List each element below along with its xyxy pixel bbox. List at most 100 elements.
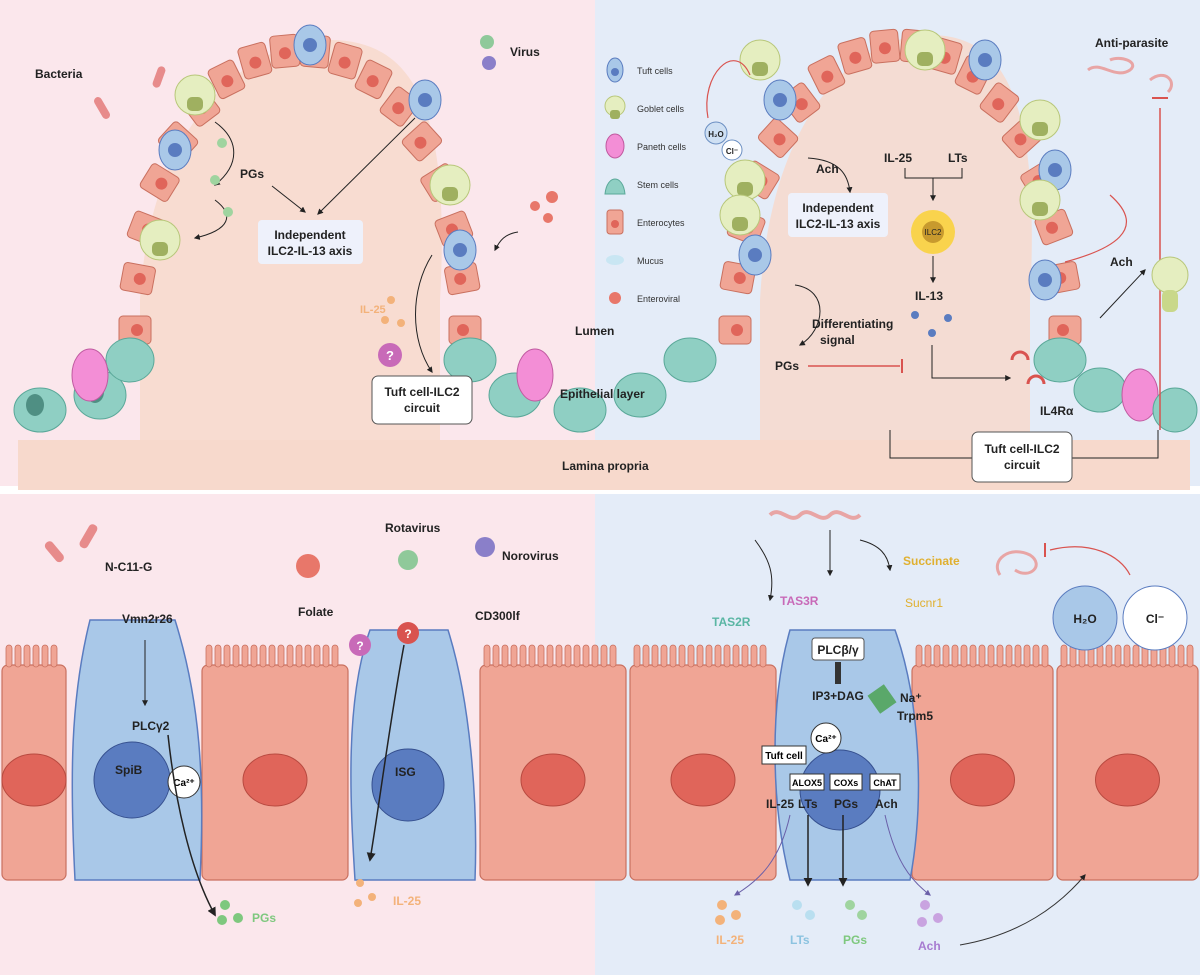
out-il25: IL-25 [766, 797, 794, 811]
il25-dots-bottom-left [354, 879, 376, 907]
goblet-cell-top [719, 194, 761, 236]
bottom-lamina-right [595, 880, 1200, 975]
pgs-label-bottom: PGs [252, 911, 276, 925]
legend-label: Enteroviral [637, 294, 680, 304]
arrow-il25-release [733, 814, 791, 896]
il25-label-top-right: IL-25 [884, 151, 912, 165]
norovirus-icon [475, 537, 495, 557]
coxs-label: COXs [834, 778, 859, 788]
independent-line2-left: ILC2-IL-13 axis [268, 244, 353, 258]
secr-pgs: PGs [843, 933, 867, 947]
villus-right-cells [718, 28, 1082, 345]
tuft-cell-2 [350, 629, 477, 881]
il4ra-label: IL4Rα [1040, 404, 1074, 418]
rotavirus-icon [398, 550, 418, 570]
circuit-line2-left: circuit [404, 401, 440, 415]
isg-label: ISG [395, 765, 416, 779]
pgs-label-top-right: PGs [775, 359, 799, 373]
rotavirus-label: Rotavirus [385, 521, 441, 535]
vmn2r26-label: Vmn2r26 [122, 612, 173, 626]
villus-left-enterocyte [327, 41, 363, 80]
spib-label: SpiB [115, 763, 143, 777]
question-bubble-left [378, 343, 402, 367]
villus-left-enterocyte [139, 163, 180, 202]
arrow-ach [807, 157, 853, 194]
diff-line2: signal [820, 333, 855, 347]
villus-right-enterocyte [869, 28, 901, 64]
parasite-worm-icon-right [995, 550, 1038, 576]
stem-cell-icon [604, 178, 626, 195]
lamina-propria-label: Lamina propria [562, 459, 649, 473]
inhibit-arc-ach [1064, 194, 1127, 263]
circuit-box-left [371, 375, 473, 425]
tuft-cell-top [293, 24, 327, 66]
circuit-box-right [971, 431, 1073, 483]
virus-icon-top [480, 35, 496, 70]
ilc2-nucleus [922, 221, 944, 243]
crypt-base-cells [13, 337, 1198, 433]
goblet-cell-top [904, 29, 946, 71]
bottom-enterocyte [479, 644, 627, 881]
il25-label-bottom-left: IL-25 [393, 894, 421, 908]
independent-line1-left: Independent [274, 228, 345, 242]
cl-label-bottom: Cl⁻ [1146, 612, 1164, 626]
enteroviral-icon-top [530, 191, 558, 223]
bacterium-bottom-2 [44, 541, 64, 563]
bottom-enterocyte [1056, 644, 1199, 881]
secr-lts: LTs [790, 933, 810, 947]
arrow-pgs-goblet [193, 199, 227, 240]
villus-left-enterocyte [401, 121, 443, 162]
bacteria-label: Bacteria [35, 67, 83, 81]
lts-label-top-right: LTs [948, 151, 968, 165]
plcbg-label: PLCβ/γ [817, 643, 859, 657]
il4ra-receptors [1010, 350, 1046, 385]
ilc2-label: ILC2 [925, 228, 942, 237]
villus-right-enterocyte [837, 37, 873, 75]
enterocyte-icon [606, 209, 624, 235]
parasite-worm-icon-top [1087, 56, 1173, 94]
goblet-cell-icon [604, 95, 626, 119]
villus-right-enterocyte [757, 118, 799, 158]
il25-label-left: IL-25 [360, 304, 386, 316]
pgs-label-left: PGs [240, 167, 264, 181]
tuft-cell-tag [761, 745, 807, 765]
question-bubble-folate [349, 634, 371, 656]
ca-label-1: Ca²⁺ [173, 778, 194, 789]
diff-line1: Differentiating [812, 317, 893, 331]
pg-dots-bottom [217, 900, 243, 925]
circuit-line1-left: Tuft cell-ILC2 [384, 385, 459, 399]
h2o-label-bottom: H₂O [1073, 612, 1096, 626]
chat-box [869, 773, 901, 791]
plcg2-label: PLCγ2 [132, 719, 170, 733]
bacteria-icon-top [94, 66, 166, 119]
arrow-il13-receptor [931, 345, 1012, 381]
ach-label-top: Ach [816, 162, 839, 176]
cl-bubble-top [721, 139, 743, 161]
bottom-enterocyte [911, 644, 1054, 881]
tas3r-label: TAS3R [780, 594, 819, 608]
secretion-dots [715, 900, 943, 927]
question-mark-folate: ? [356, 639, 363, 653]
tuft-cell-icon [606, 57, 624, 83]
goblet-cell-expelled [1151, 256, 1189, 312]
arrow-pgs-release [167, 734, 216, 917]
bacterium-bottom-1 [79, 524, 98, 549]
bottom-enterocyte [1, 644, 67, 881]
arrow-differentiating [794, 284, 821, 346]
out-pgs: PGs [834, 797, 858, 811]
legend-label: Paneth cells [637, 142, 687, 152]
villus-left-enterocyte [269, 33, 301, 69]
ip3-label: IP3+DAG [812, 689, 864, 703]
succinate-label: Succinate [903, 554, 960, 568]
lumen-label: Lumen [575, 324, 614, 338]
alox5-label: ALOX5 [792, 778, 822, 788]
paneth-cell-left [71, 348, 109, 402]
il13-label: IL-13 [915, 289, 943, 303]
goblet-cell-top [1019, 99, 1061, 141]
inhibit-arc-bottom [1049, 546, 1131, 576]
nc11g-label: N-C11-G [105, 560, 152, 574]
goblet-cell-top [174, 74, 216, 116]
